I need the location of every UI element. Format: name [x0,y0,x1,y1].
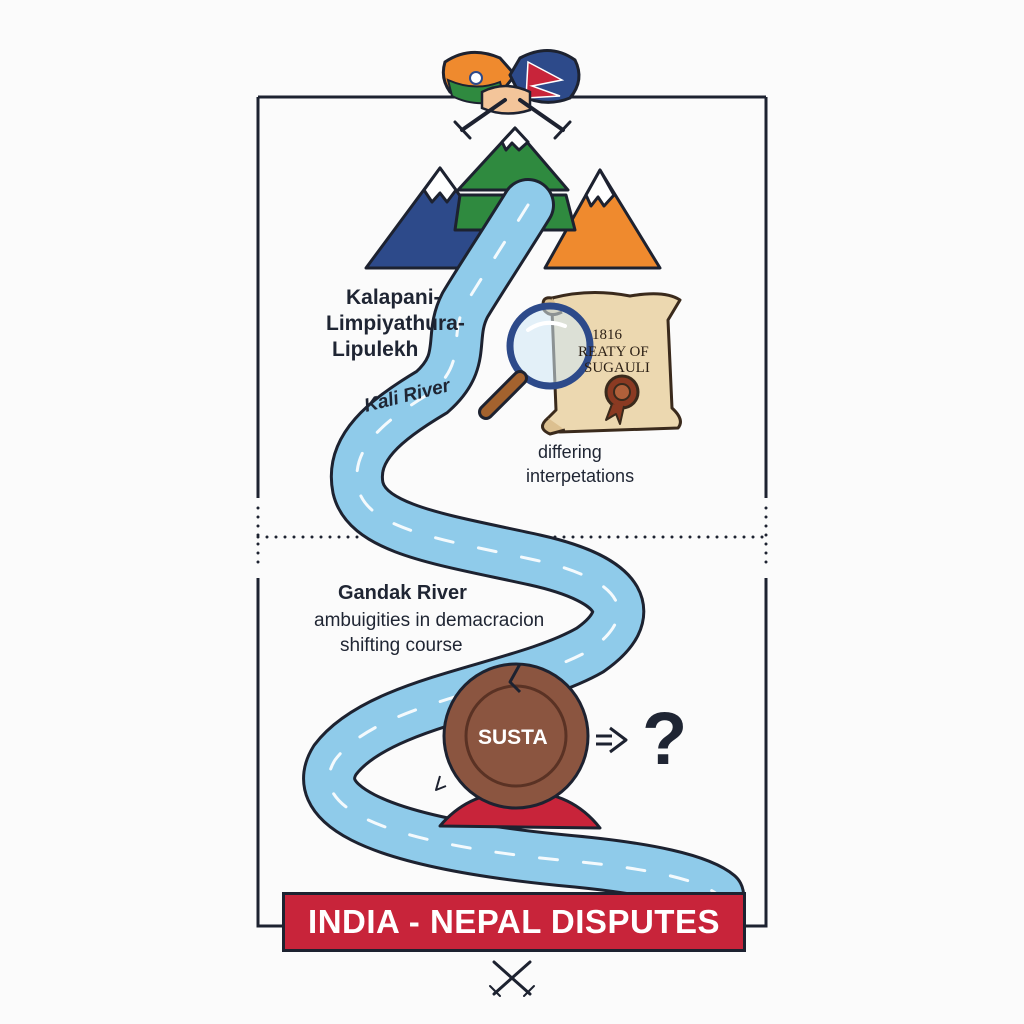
ambiguities-label: ambuigities in demacracion [314,610,544,631]
title-banner: INDIA - NEPAL DISPUTES [282,892,746,952]
treaty-line-2: REATY OF [578,344,649,360]
frame [256,95,768,928]
kali-gandak-river [302,178,745,922]
differing-line-2: interpetations [526,466,634,486]
dotted-divider [256,506,768,572]
region-line-2: Limpiyathura- [326,312,465,335]
question-mark: ? [642,697,687,780]
title-text: INDIA - NEPAL DISPUTES [308,903,720,940]
treaty-year: 1816 [592,327,623,343]
region-line-1: Kalapani- [346,286,441,309]
differing-line-1: differing [538,442,602,462]
arrow-right-icon [596,726,628,754]
handshake-flags-icon [441,49,581,115]
crossed-swords-icon [489,960,535,997]
magnifier-icon [478,302,594,420]
region-line-3: Lipulekh [332,338,418,361]
treaty-line-3: SUGAULI [584,360,650,376]
crossed-swords-icon [453,98,572,140]
susta-label: SUSTA [478,726,548,749]
shifting-label: shifting course [340,635,463,656]
gandak-river-label: Gandak River [338,582,467,604]
cracked-globe-icon [435,662,602,830]
